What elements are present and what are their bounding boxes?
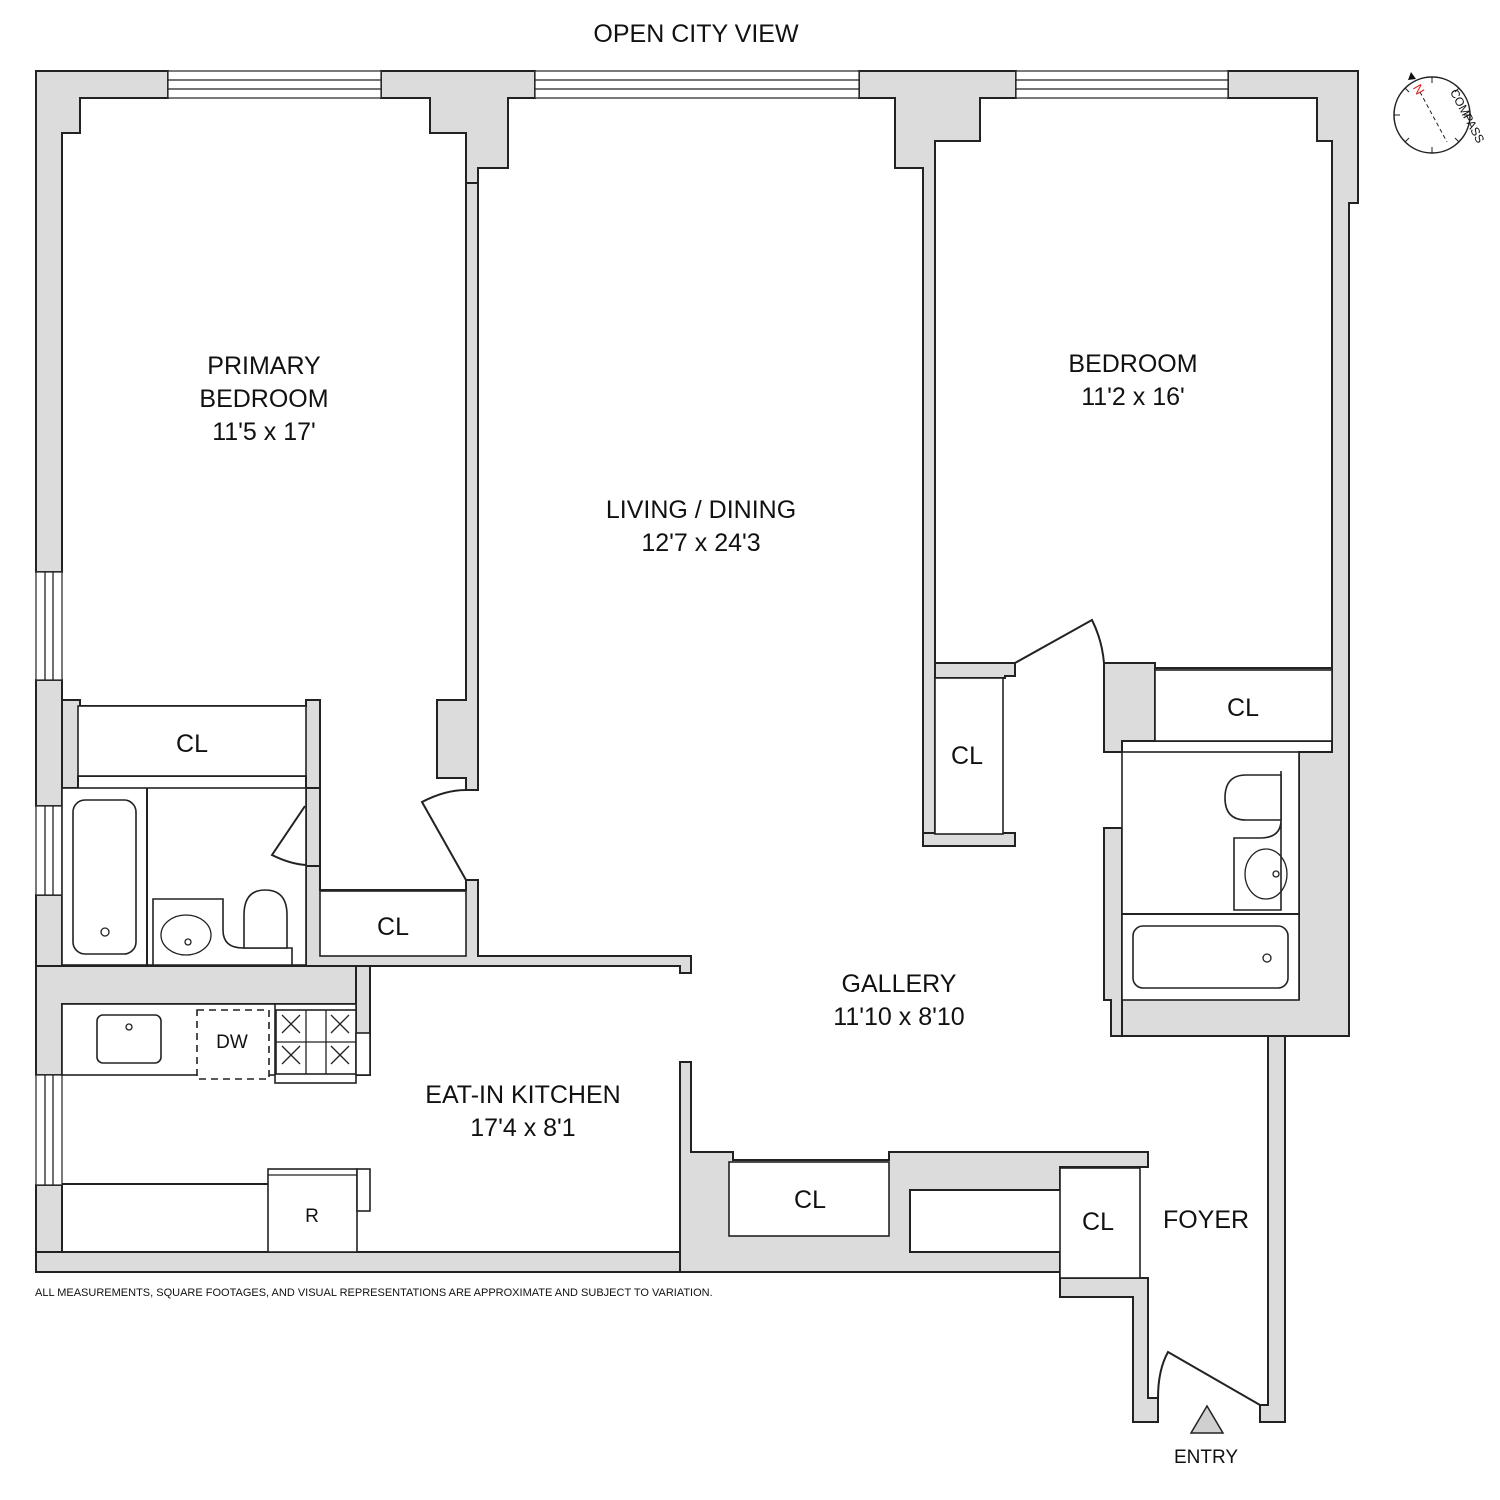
closet-label: CL xyxy=(794,1186,826,1214)
closet-label: CL xyxy=(951,742,983,770)
kitchen xyxy=(61,1003,371,1253)
primary-bathroom xyxy=(61,787,307,966)
room-gallery: GALLERY 11'10 x 8'10 xyxy=(833,968,964,1034)
compass-icon: N COMPASS xyxy=(1393,72,1487,154)
closets xyxy=(77,669,1333,1279)
dishwasher-label: DW xyxy=(216,1032,248,1053)
room-name-line2: BEDROOM xyxy=(199,385,329,413)
view-label: OPEN CITY VIEW xyxy=(593,20,799,48)
room-foyer: FOYER xyxy=(1162,1206,1250,1234)
room-dims: 11'2 x 16' xyxy=(1081,383,1185,411)
entry-arrow-icon xyxy=(1189,1404,1225,1434)
windows xyxy=(35,70,1229,1186)
room-primary-bedroom: PRIMARY BEDROOM 11'5 x 17' xyxy=(199,350,328,449)
room-name: BEDROOM xyxy=(1068,350,1198,378)
refrigerator-label: R xyxy=(305,1206,319,1227)
entry-label: ENTRY xyxy=(1173,1447,1239,1468)
room-dims: 12'7 x 24'3 xyxy=(641,529,761,557)
room-bedroom: BEDROOM 11'2 x 16' xyxy=(1068,348,1197,414)
room-name-line1: PRIMARY xyxy=(207,352,321,380)
room-dims: 11'5 x 17' xyxy=(212,418,316,446)
room-name: EAT-IN KITCHEN xyxy=(425,1081,621,1109)
closet-label: CL xyxy=(176,730,208,758)
room-living-dining: LIVING / DINING 12'7 x 24'3 xyxy=(606,494,796,560)
closet-label: CL xyxy=(1227,694,1259,722)
room-name: GALLERY xyxy=(841,970,957,998)
closet-label: CL xyxy=(377,913,409,941)
disclaimer: ALL MEASUREMENTS, SQUARE FOOTAGES, AND V… xyxy=(35,1287,713,1299)
room-dims: 17'4 x 8'1 xyxy=(470,1114,576,1142)
closet-label: CL xyxy=(1082,1208,1114,1236)
second-bathroom xyxy=(1121,751,1300,1001)
room-name: LIVING / DINING xyxy=(605,496,797,524)
room-eat-in-kitchen: EAT-IN KITCHEN 17'4 x 8'1 xyxy=(425,1079,620,1145)
room-dims: 11'10 x 8'10 xyxy=(833,1003,965,1031)
